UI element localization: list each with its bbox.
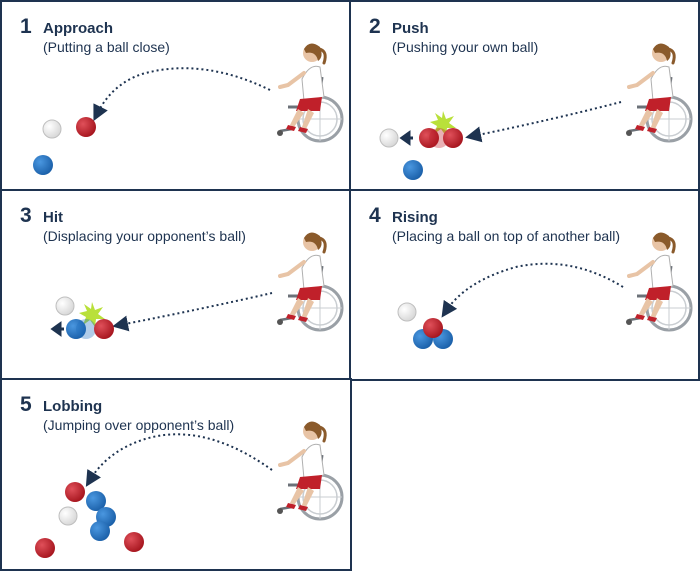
blue-ball-icon: [66, 319, 86, 339]
trajectory-arrow-icon: [93, 67, 271, 122]
push-illustration: [379, 41, 693, 180]
blue-ball-icon: [76, 319, 96, 339]
blue-ball-icon: [86, 491, 106, 511]
trajectory-arrow-icon: [465, 101, 622, 143]
panel-lobbing: 5 Lobbing (Jumping over opponent’s ball): [0, 378, 352, 571]
panel-number: 5: [20, 393, 32, 416]
panel-subtitle: (Placing a ball on top of another ball): [392, 228, 621, 244]
red-ball-icon: [124, 532, 144, 552]
red-ball-icon: [76, 117, 96, 137]
trajectory-arrow-icon: [112, 292, 273, 332]
red-ball-icon: [65, 482, 85, 502]
trajectory-arrow-icon: [85, 433, 273, 487]
panel-number: 1: [20, 15, 32, 38]
white-jack-ball-icon: [55, 296, 75, 316]
panel-subtitle: (Pushing your own ball): [392, 39, 539, 55]
hit-illustration: [50, 230, 344, 339]
white-jack-ball-icon: [379, 128, 399, 148]
panel-subtitle: (Jumping over opponent’s ball): [43, 417, 235, 433]
wheelchair-player-icon: [275, 41, 344, 143]
red-ball-icon: [35, 538, 55, 558]
red-ball-icon: [419, 128, 439, 148]
red-ball-icon: [443, 128, 463, 148]
panel-title: Push: [392, 20, 429, 37]
blue-ball-icon: [403, 160, 423, 180]
approach-illustration: [33, 41, 344, 175]
panel-number: 3: [20, 204, 32, 227]
blue-ball-icon: [33, 155, 53, 175]
panel-title: Hit: [43, 209, 63, 226]
panel-number: 2: [369, 15, 381, 38]
red-ball-icon: [429, 128, 449, 148]
panel-title: Rising: [392, 209, 438, 226]
panel-title: Approach: [43, 20, 114, 37]
push-arrow-icon: [50, 321, 64, 337]
panel-number: 4: [369, 204, 381, 227]
panel-title: Lobbing: [43, 398, 103, 415]
red-ball-icon: [423, 318, 443, 338]
wheelchair-player-icon: [275, 419, 344, 521]
wheelchair-player-icon: [275, 230, 344, 332]
red-ball-icon: [94, 319, 114, 339]
white-jack-ball-icon: [42, 119, 62, 139]
rising-illustration: [397, 230, 693, 349]
white-jack-ball-icon: [397, 302, 417, 322]
wheelchair-player-icon: [624, 41, 693, 143]
wheelchair-player-icon: [624, 230, 693, 332]
blue-ball-icon: [90, 521, 110, 541]
panel-hit: 3 Hit (Displacing your opponent’s ball): [0, 189, 352, 381]
panel-push: 2 Push (Pushing your own ball): [349, 0, 700, 192]
push-arrow-icon: [399, 130, 413, 146]
panel-rising: 4 Rising (Placing a ball on top of anoth…: [349, 189, 700, 381]
panel-subtitle: (Putting a ball close): [43, 39, 170, 55]
white-jack-ball-icon: [58, 506, 78, 526]
trajectory-arrow-icon: [441, 262, 624, 318]
panel-subtitle: (Displacing your opponent’s ball): [43, 228, 246, 244]
panel-approach: 1 Approach (Putting a ball close): [0, 0, 352, 192]
lobbing-illustration: [35, 419, 344, 558]
